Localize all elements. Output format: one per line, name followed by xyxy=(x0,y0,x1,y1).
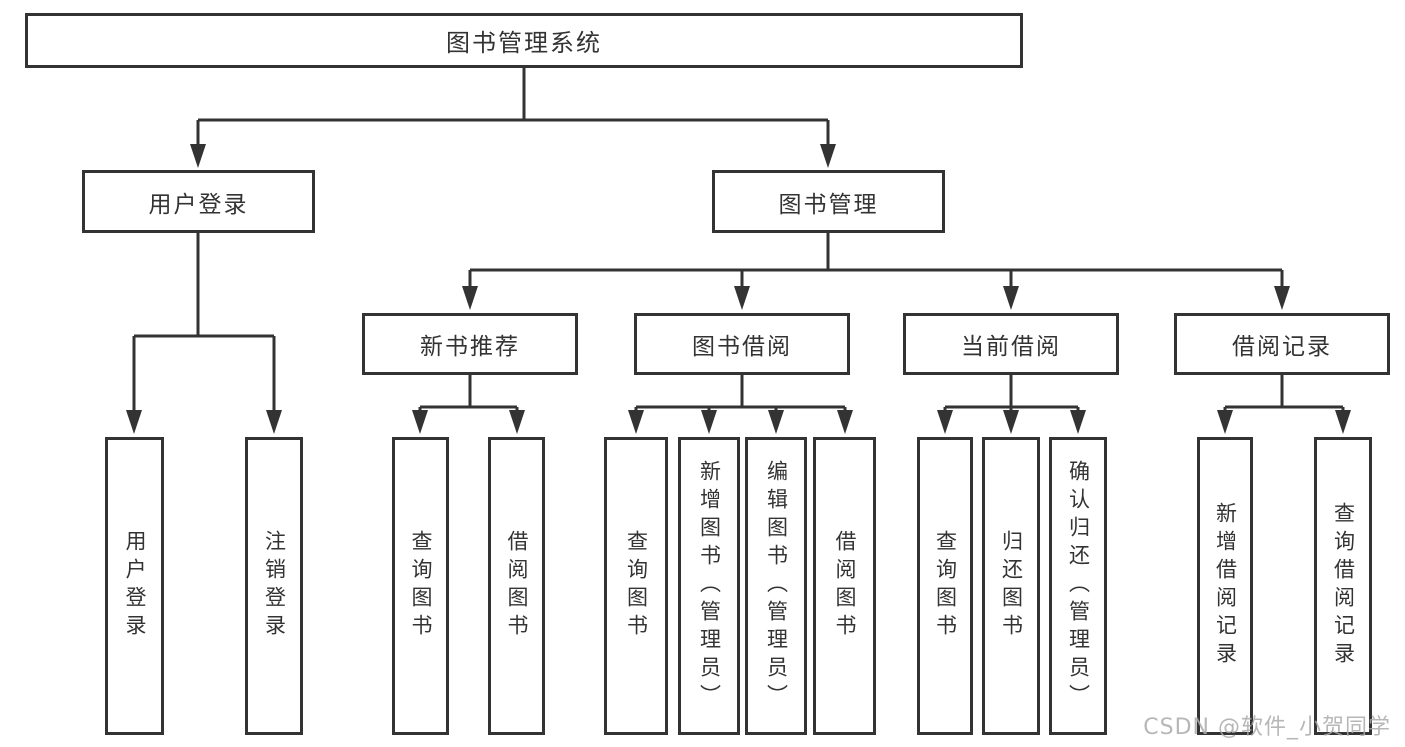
leaf-confirm-return-admin: 确认归还（管理员） xyxy=(1049,437,1107,735)
leaf-user-login-label: 用户登录 xyxy=(123,530,148,642)
leaf-query-borrow-record: 查询借阅记录 xyxy=(1314,437,1372,735)
node-root-label: 图书管理系统 xyxy=(446,29,602,57)
leaf-query-borrow-record-label: 查询借阅记录 xyxy=(1331,502,1356,670)
leaf-logout-label: 注销登录 xyxy=(262,530,287,642)
leaf-add-book-admin-label: 新增图书（管理员） xyxy=(697,460,722,712)
leaf-edit-book-admin-label: 编辑图书（管理员） xyxy=(764,460,789,712)
leaf-user-login: 用户登录 xyxy=(105,437,164,735)
leaf-add-book-admin: 新增图书（管理员） xyxy=(678,437,740,735)
leaf-query-books-borrowing-label: 查询图书 xyxy=(624,530,649,642)
leaf-query-books-borrowing: 查询图书 xyxy=(604,437,668,735)
leaf-confirm-return-admin-label: 确认归还（管理员） xyxy=(1066,460,1091,712)
leaf-query-books-current-label: 查询图书 xyxy=(933,530,958,642)
node-user-login-label: 用户登录 xyxy=(148,191,249,218)
node-user-login: 用户登录 xyxy=(82,170,315,233)
node-book-borrowing: 图书借阅 xyxy=(634,313,850,375)
leaf-query-books-recommend-label: 查询图书 xyxy=(409,530,434,642)
watermark: CSDN @软件_小贺同学 xyxy=(1143,715,1391,740)
node-current-borrowing-label: 当前借阅 xyxy=(961,334,1061,360)
node-new-book-recommendation-label: 新书推荐 xyxy=(420,334,520,360)
leaf-add-borrow-record-label: 新增借阅记录 xyxy=(1213,502,1238,670)
leaf-query-books-recommend: 查询图书 xyxy=(392,437,449,735)
leaf-return-book: 归还图书 xyxy=(982,437,1040,735)
leaf-borrow-books-borrowing: 借阅图书 xyxy=(813,437,876,735)
leaf-return-book-label: 归还图书 xyxy=(999,530,1024,642)
node-book-management: 图书管理 xyxy=(712,170,945,233)
node-borrowing-records-label: 借阅记录 xyxy=(1232,334,1332,360)
leaf-borrow-books-recommend: 借阅图书 xyxy=(488,437,545,735)
node-borrowing-records: 借阅记录 xyxy=(1174,313,1390,375)
node-current-borrowing: 当前借阅 xyxy=(903,313,1119,375)
node-book-management-label: 图书管理 xyxy=(778,191,879,218)
leaf-borrow-books-recommend-label: 借阅图书 xyxy=(505,530,530,642)
node-new-book-recommendation: 新书推荐 xyxy=(362,313,578,375)
leaf-logout: 注销登录 xyxy=(245,437,303,735)
node-root: 图书管理系统 xyxy=(25,13,1023,68)
node-book-borrowing-label: 图书借阅 xyxy=(692,334,792,360)
leaf-edit-book-admin: 编辑图书（管理员） xyxy=(745,437,807,735)
leaf-query-books-current: 查询图书 xyxy=(917,437,973,735)
leaf-borrow-books-borrowing-label: 借阅图书 xyxy=(833,530,858,642)
leaf-add-borrow-record: 新增借阅记录 xyxy=(1197,437,1253,735)
